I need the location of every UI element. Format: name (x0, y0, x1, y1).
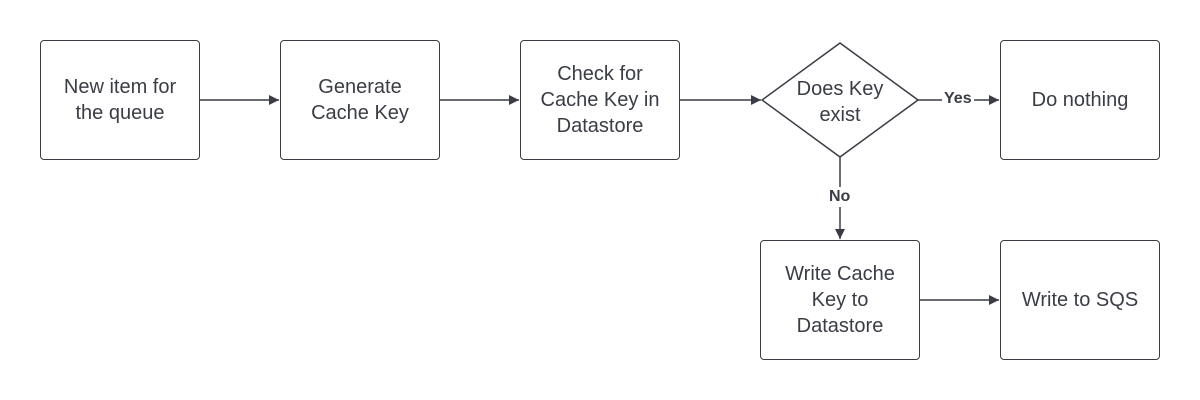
node-write-to-sqs-label: Write to SQS (1021, 289, 1139, 311)
edge-label-yes: Yes (942, 89, 974, 109)
node-do-nothing-label: Do nothing (1031, 89, 1129, 111)
node-new-item: New item for the queue (40, 40, 200, 160)
decision-label: Does Key exist (796, 78, 884, 126)
node-do-nothing: Do nothing (1000, 40, 1160, 160)
node-check-cache-key-label: Check for Cache Key in Datastore (540, 63, 660, 137)
node-new-item-label: New item for the queue (63, 76, 177, 124)
edge-label-no: No (827, 187, 853, 207)
node-write-cache-key: Write Cache Key to Datastore (760, 240, 920, 360)
node-generate-cache-key-label: Generate Cache Key (311, 76, 409, 124)
node-write-to-sqs: Write to SQS (1000, 240, 1160, 360)
node-generate-cache-key: Generate Cache Key (280, 40, 440, 160)
node-write-cache-key-label: Write Cache Key to Datastore (785, 263, 895, 337)
node-check-cache-key: Check for Cache Key in Datastore (520, 40, 680, 160)
